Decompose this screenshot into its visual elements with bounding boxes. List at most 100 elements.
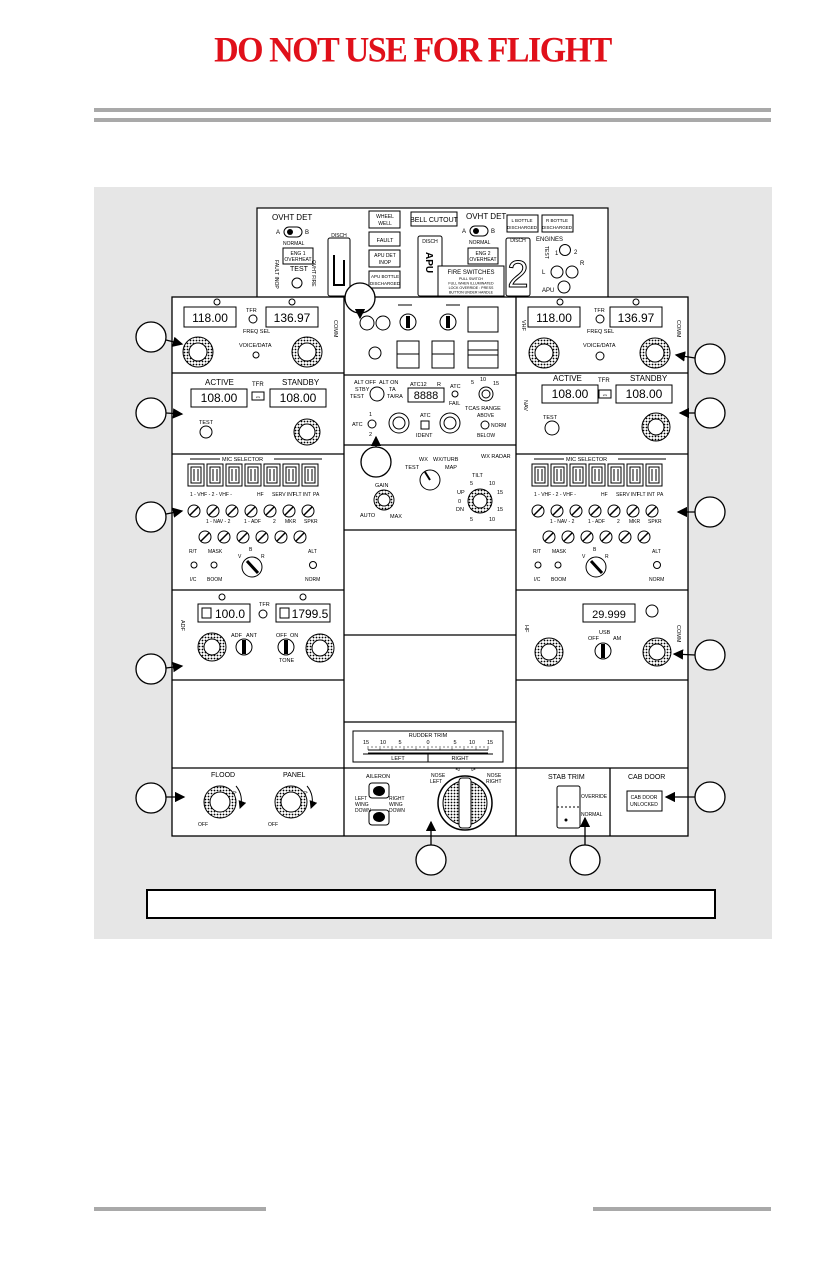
vhf-tfr-switch-right[interactable] [595, 314, 605, 324]
vhf-voice-data-switch-right[interactable] [595, 351, 605, 361]
atc-ta: TA [389, 387, 396, 393]
adf-tfr-switch[interactable] [258, 609, 268, 619]
vhf-comm-side-right: COMM [675, 320, 681, 338]
rudder-trim-tick-label: 10 [380, 740, 386, 746]
fault-light [368, 231, 401, 247]
apu-handle-text: APU [423, 252, 434, 273]
flood-off: OFF [198, 822, 208, 828]
bell-cutout-button[interactable] [410, 211, 458, 227]
header-rule-top [94, 108, 771, 112]
stab-trim-title: STAB TRIM [548, 774, 585, 781]
extinguisher-test-vertical: TEST [543, 246, 549, 259]
tcas-above-below-switch[interactable] [480, 420, 490, 430]
tcas-range-knob[interactable] [478, 386, 494, 402]
apu-det-text-1: APU DET [374, 253, 396, 259]
mic-row1-label: SERV INT [616, 492, 639, 498]
mic-row1-label: PA [657, 492, 664, 498]
nav-test-label-right: TEST [543, 415, 558, 421]
alt-norm-switch[interactable] [309, 561, 317, 569]
wx-tilt-label: TILT [472, 473, 484, 479]
stab-trim-normal: NORMAL [581, 812, 603, 818]
atc-select-label: ATC [352, 422, 363, 428]
atc-alt-off: ALT OFF [354, 380, 377, 386]
r-bottle-text-2: DISCHARGED [542, 225, 573, 230]
alt-norm-switch[interactable] [653, 561, 661, 569]
eng1-fire-handle[interactable] [327, 237, 351, 297]
svg-text:⊲: ⊲ [455, 767, 460, 773]
adf-active-freq: 100.0 [215, 607, 245, 621]
vhf-freq-sel-left: FREQ SEL [243, 329, 270, 335]
atc-2-label: 2 [369, 432, 372, 438]
vhf-comm-panel-right: VHF 118.00 TFR 136.97 FREQ SEL VOICE/DAT… [520, 298, 681, 369]
rudder-trim-title: RUDDER TRIM [409, 733, 448, 739]
nav-tfr-switch-left[interactable] [251, 391, 265, 401]
stab-trim-guard[interactable] [556, 785, 581, 829]
callouts [135, 282, 726, 876]
fault-inop-vertical: FAULT INOP [273, 260, 279, 289]
nav-tfr-label-left: TFR [252, 382, 264, 388]
nav-test-button-left[interactable] [199, 425, 213, 439]
nav-test-button-right[interactable] [544, 420, 560, 436]
mask-boom-switch[interactable] [210, 561, 218, 569]
right-wing-down-3: DOWN [389, 808, 405, 814]
atc-fail-atc: ATC [450, 384, 461, 390]
atc12-label: ATC12 [410, 382, 427, 388]
atc-ident-button[interactable] [420, 420, 430, 430]
mic-row2-label: 2 [273, 519, 276, 525]
callout-circle [135, 397, 167, 429]
nav-standby-freq-right: 108.00 [626, 387, 663, 401]
v-label: V [582, 554, 586, 560]
vhf-active-display-right [527, 306, 581, 328]
panel-light-title: PANEL [283, 772, 306, 779]
center-small-knob[interactable] [368, 346, 382, 360]
fault-text: FAULT [377, 238, 394, 244]
fire-test-switch[interactable] [291, 277, 303, 289]
atc-fail-light [451, 390, 459, 398]
tcas-norm: NORM [491, 423, 506, 429]
mask-boom-switch[interactable] [554, 561, 562, 569]
adf-standby-freq: 1799.5 [292, 607, 329, 621]
nose-left-1: NOSE [431, 773, 446, 779]
callout-circle [344, 282, 376, 314]
atc-fail: FAIL [449, 401, 460, 407]
adf-tone-on: ON [290, 633, 298, 639]
rt-ic-switch[interactable] [190, 561, 198, 569]
tcas-tick-5: 5 [471, 380, 474, 386]
norm-label: NORM [305, 577, 320, 583]
hf-comm-label: COMM [675, 625, 681, 643]
squib-apu-light [557, 280, 571, 294]
rt-ic-switch[interactable] [534, 561, 542, 569]
vhf-voice-data-switch-left[interactable] [252, 351, 260, 359]
nav-side-label-right: NAV [522, 400, 528, 411]
ic-label: I/C [190, 577, 197, 583]
atc-test: TEST [350, 394, 365, 400]
eng2-fire-handle[interactable] [505, 237, 531, 297]
atc-ident-atc: ATC [420, 413, 431, 419]
hf-mode-usb: USB [599, 630, 611, 636]
extinguisher-test-switch[interactable] [559, 244, 571, 256]
left-wing-down-2: WING [355, 802, 369, 808]
atc-select-switch[interactable] [367, 419, 377, 429]
apu-det-text-2: INOP [379, 260, 392, 266]
squib-r-label: R [580, 261, 585, 267]
mic-row2-label: MKR [629, 519, 641, 525]
svg-text:⊳: ⊳ [471, 767, 476, 773]
fire-note-2: FULL WHEN ILLUMINATED [448, 282, 494, 286]
wx-gain-label: GAIN [375, 483, 388, 489]
callout-circle [694, 496, 726, 528]
nav-tfr-switch-right[interactable] [598, 389, 612, 399]
mic-row1-label: FLT INT [637, 492, 655, 498]
aileron-title: AILERON [366, 774, 390, 780]
callout-circle [135, 653, 167, 685]
atc-alt-on: ALT ON [379, 380, 398, 386]
atc-mode-knob[interactable] [369, 386, 385, 402]
hf-small-knob[interactable] [645, 604, 659, 618]
cab-door-text-2: UNLOCKED [630, 802, 658, 808]
squib-l-label: L [542, 270, 546, 276]
nav-active-freq-right: 108.00 [552, 387, 589, 401]
fire-note-3: LOCK OVERRIDE : PRESS [449, 286, 494, 290]
vhf-tfr-switch-left[interactable] [248, 314, 258, 324]
